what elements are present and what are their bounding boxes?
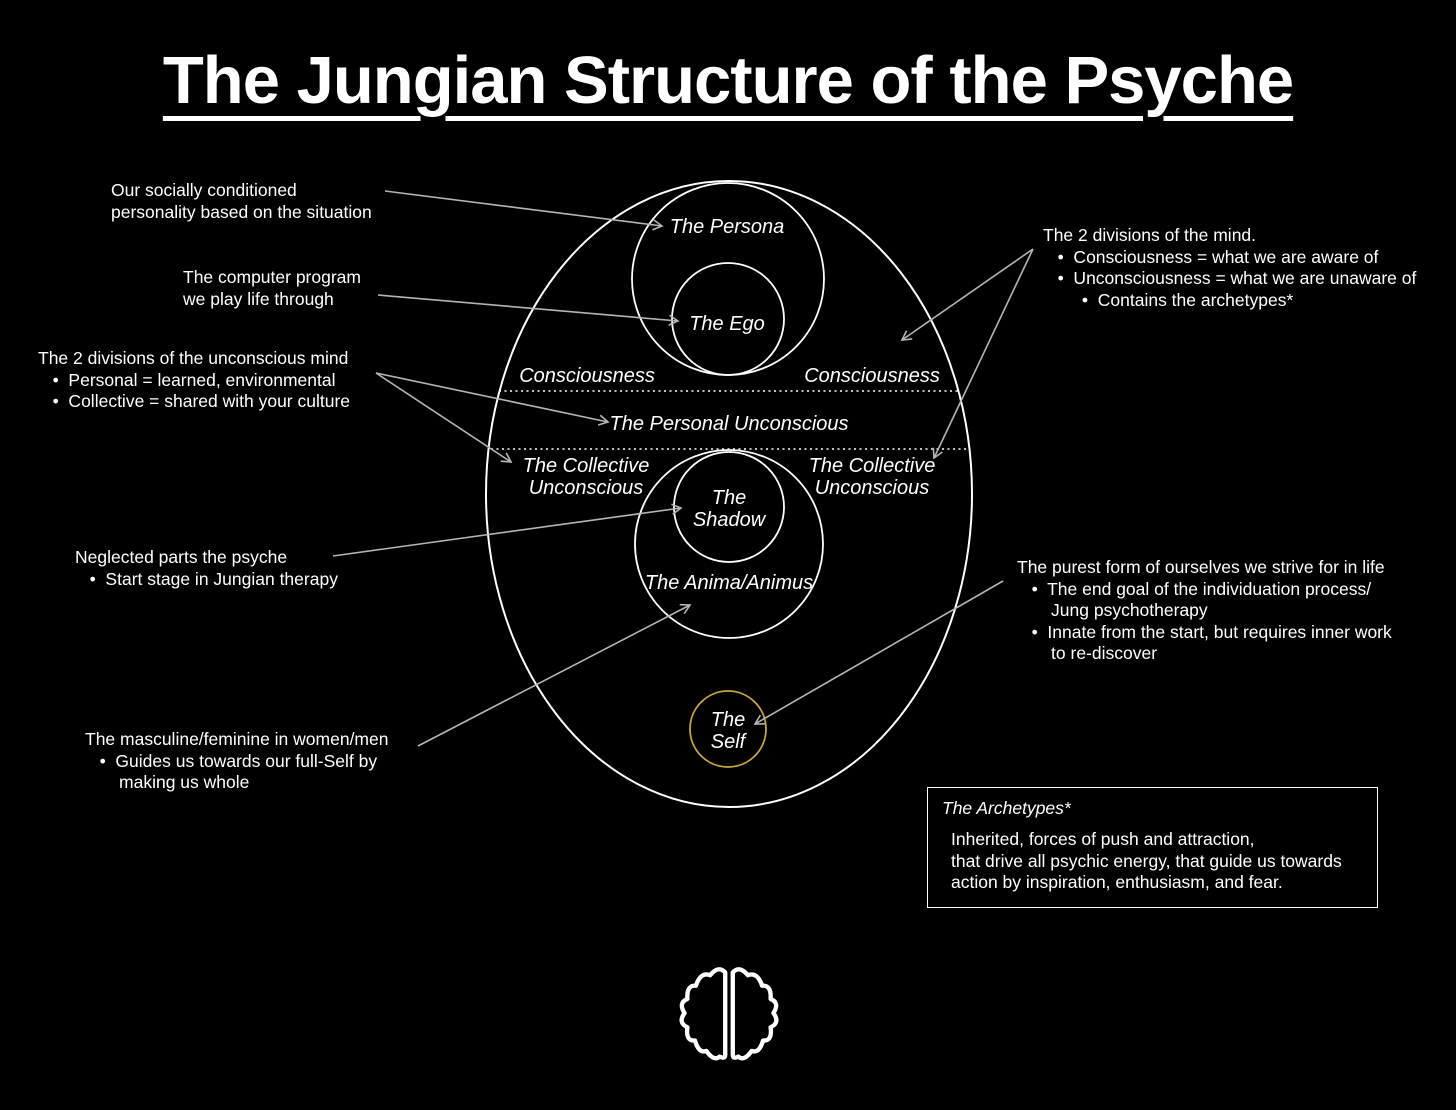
collective-right-label: The Collective Unconscious (808, 455, 936, 499)
arrow-shadow (332, 503, 683, 557)
anima-note: The masculine/feminine in women/men • Gu… (85, 729, 389, 793)
persona-label: The Persona (669, 216, 785, 238)
persona-circle (631, 182, 825, 376)
archetypes-box: The Archetypes* Inherited, forces of pus… (927, 787, 1378, 908)
arrow-collective-left (375, 372, 513, 463)
ego-note: The computer program we play life throug… (183, 267, 361, 309)
shadow-note: Neglected parts the psyche • Start stage… (75, 547, 338, 589)
page-title: The Jungian Structure of the Psyche (162, 43, 1294, 118)
ego-label: The Ego (689, 313, 765, 335)
anima-animus-label: The Anima/Animus (644, 572, 814, 594)
archetypes-box-title: The Archetypes* (942, 798, 1071, 818)
arrow-anima (417, 603, 692, 747)
arrow-self (753, 580, 1004, 725)
consciousness-right-label: Consciousness (804, 365, 940, 387)
arrow-consciousness-right (900, 248, 1034, 341)
anima-animus-circle (634, 449, 824, 639)
persona-note: Our socially conditioned personality bas… (111, 180, 372, 222)
arrow-collective-right (932, 248, 1034, 460)
self-note: The purest form of ourselves we strive f… (1017, 557, 1392, 664)
arrow-persona (384, 190, 664, 231)
shadow-label: The Shadow (692, 487, 766, 531)
brain-icon (679, 961, 781, 1069)
archetypes-box-body: Inherited, forces of push and attraction… (951, 829, 1342, 893)
consciousness-left-label: Consciousness (519, 365, 655, 387)
collective-left-label: The Collective Unconscious (522, 455, 650, 499)
self-label: The Self (710, 709, 746, 753)
mind-note: The 2 divisions of the mind. • Conscious… (1043, 225, 1417, 310)
arrow-ego (377, 294, 680, 326)
personal-unconscious-label: The Personal Unconscious (609, 413, 849, 435)
unconscious-note: The 2 divisions of the unconscious mind … (38, 348, 351, 412)
